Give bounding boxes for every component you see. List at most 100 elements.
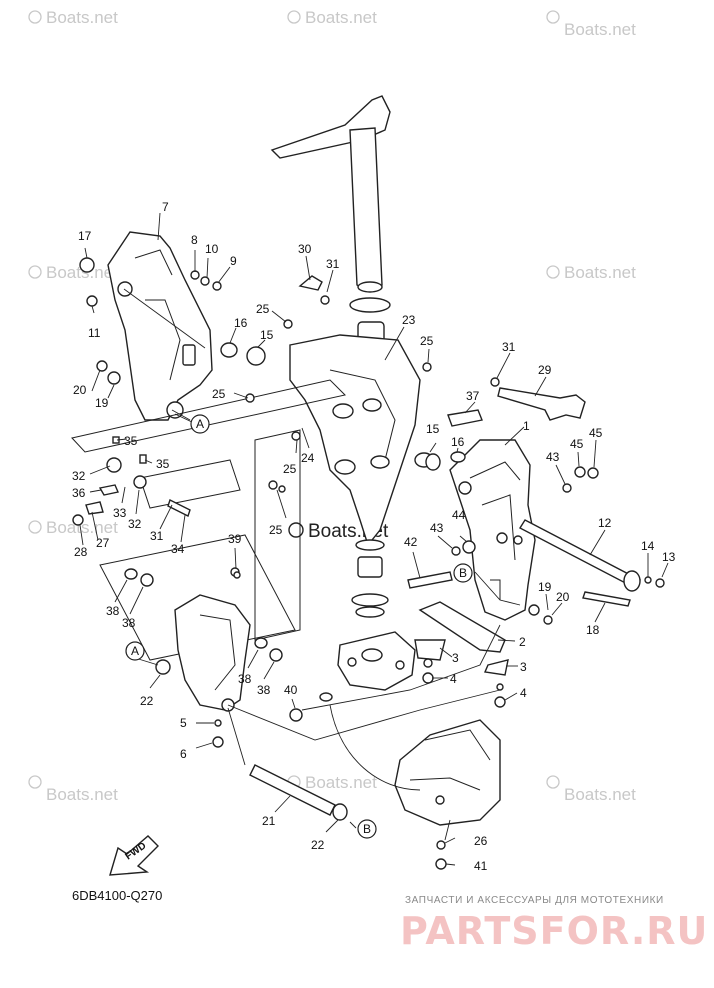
callout-32a: 32 [72, 469, 86, 483]
callout-16a: 16 [234, 316, 248, 330]
callout-3b: 3 [520, 660, 527, 674]
callout-37: 37 [466, 389, 480, 403]
callout-30: 30 [298, 242, 312, 256]
callout-24: 24 [301, 451, 315, 465]
callout-40: 40 [284, 683, 298, 697]
callout-41: 41 [474, 859, 488, 873]
watermarks: Boats.net Boats.net Boats.net Boats.net … [28, 8, 636, 804]
watermark-mid-right: Boats.net [546, 263, 636, 282]
callout-23: 23 [402, 313, 416, 327]
spring-18 [582, 591, 631, 607]
callout-20b: 20 [556, 590, 570, 604]
callout-21: 21 [262, 814, 276, 828]
callout-42: 42 [404, 535, 418, 549]
callout-44: 44 [452, 508, 466, 522]
svg-text:Boats.net: Boats.net [305, 8, 377, 27]
watermark-top-center: Boats.net [287, 8, 377, 27]
watermark-bottom-right: Boats.net [546, 775, 636, 804]
brand-watermark: ЗАПЧАСТИ И АКСЕССУАРЫ ДЛЯ МОТОТЕХНИКИ PA… [400, 895, 708, 953]
svg-text:Boats.net: Boats.net [46, 263, 118, 282]
svg-text:Boats.net: Boats.net [305, 773, 377, 792]
leader-lines [79, 212, 669, 866]
callout-1: 1 [523, 419, 530, 433]
callout-13: 13 [662, 550, 676, 564]
callout-16b: 16 [451, 435, 465, 449]
callout-43a: 43 [430, 521, 444, 535]
tiller-handle [270, 95, 391, 293]
brand-name: PARTSFOR.RU [400, 909, 708, 953]
callout-22b: 22 [311, 838, 325, 852]
reference-letters: A B A B [125, 414, 473, 839]
callout-5: 5 [180, 716, 187, 730]
swivel-bracket [289, 297, 421, 618]
callout-38d: 38 [257, 683, 271, 697]
callout-15a: 15 [260, 328, 274, 342]
callout-12: 12 [598, 516, 612, 530]
watermark-top-left: Boats.net [28, 8, 118, 27]
callout-25b: 25 [420, 334, 434, 348]
strap-plate [414, 601, 509, 676]
callout-29: 29 [538, 363, 552, 377]
brand-tagline: ЗАПЧАСТИ И АКСЕССУАРЫ ДЛЯ МОТОТЕХНИКИ [405, 895, 664, 906]
callout-39: 39 [228, 532, 242, 546]
svg-text:Boats.net: Boats.net [564, 20, 636, 39]
callout-25d: 25 [283, 462, 297, 476]
bushing-lower [357, 556, 383, 578]
callout-4a: 4 [450, 672, 457, 686]
callout-19a: 19 [95, 396, 109, 410]
callout-28: 28 [74, 545, 88, 559]
lever-29 [497, 387, 586, 421]
callout-25c: 25 [212, 387, 226, 401]
callout-25a: 25 [256, 302, 270, 316]
callout-43b: 43 [546, 450, 560, 464]
callout-26: 26 [474, 834, 488, 848]
clamp-bracket-right [449, 439, 536, 621]
callout-32b: 32 [128, 517, 142, 531]
callout-22a: 22 [140, 694, 154, 708]
fwd-arrow: FWD [109, 835, 159, 876]
svg-text:Boats.net: Boats.net [564, 785, 636, 804]
callout-14: 14 [641, 539, 655, 553]
watermark-lower-left: Boats.net [28, 518, 118, 537]
svg-text:Boats.net: Boats.net [46, 518, 118, 537]
svg-text:B: B [363, 822, 371, 836]
svg-text:Boats.net: Boats.net [46, 8, 118, 27]
ref-b-lower: B [357, 819, 377, 839]
callout-45a: 45 [570, 437, 584, 451]
tilt-stopper-housing [174, 594, 251, 712]
tilt-rod-assembly [414, 387, 641, 607]
steering-yoke [337, 631, 416, 691]
tilt-tube-21 [249, 764, 348, 821]
callout-15b: 15 [426, 422, 440, 436]
callout-45b: 45 [589, 426, 603, 440]
watermark-bottom-left: Boats.net [28, 775, 118, 804]
callout-11: 11 [88, 326, 101, 340]
callout-35b: 35 [156, 457, 170, 471]
callout-31b: 31 [502, 340, 516, 354]
callout-31c: 31 [150, 529, 164, 543]
callout-38b: 38 [122, 616, 136, 630]
ref-a-lower: A [125, 641, 145, 661]
svg-text:B: B [459, 566, 467, 580]
pin-37 [447, 409, 483, 427]
callout-3a: 3 [452, 651, 459, 665]
callout-34: 34 [171, 542, 185, 556]
callout-33: 33 [113, 506, 127, 520]
callout-19b: 19 [538, 580, 552, 594]
callout-10: 10 [205, 242, 219, 256]
left-panels [71, 379, 346, 661]
callout-17: 17 [78, 229, 92, 243]
callout-4b: 4 [520, 686, 527, 700]
callout-36: 36 [72, 486, 86, 500]
washer-lower [351, 593, 389, 607]
svg-text:Boats.net: Boats.net [46, 785, 118, 804]
callout-25e: 25 [269, 523, 283, 537]
callout-38c: 38 [238, 672, 252, 686]
hardware [72, 257, 665, 870]
svg-text:Boats.net: Boats.net [564, 263, 636, 282]
washer-top [349, 297, 391, 313]
callout-7: 7 [162, 200, 169, 214]
svg-text:A: A [131, 644, 139, 658]
watermark-top-right: Boats.net [546, 10, 636, 39]
